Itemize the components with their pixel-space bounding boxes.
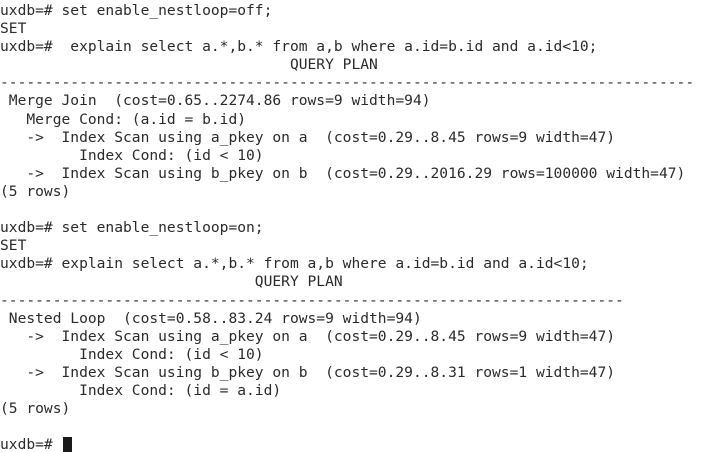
- terminal-line: (5 rows): [0, 400, 71, 418]
- terminal-line: -> Index Scan using b_pkey on b (cost=0.…: [0, 363, 616, 381]
- terminal-line: [0, 418, 717, 436]
- terminal-input-line[interactable]: uxdb=#: [0, 436, 717, 452]
- terminal-line: Merge Cond: (a.id = b.id): [0, 110, 247, 128]
- terminal-line: Index Cond: (id < 10): [0, 345, 264, 363]
- text-cursor: [62, 437, 72, 452]
- terminal-line: SET: [0, 20, 27, 38]
- terminal-line: [0, 201, 717, 219]
- terminal-line: -> Index Scan using a_pkey on a (cost=0.…: [0, 327, 616, 345]
- terminal-line: ----------------------------------------…: [0, 74, 695, 92]
- terminal-line: Nested Loop (cost=0.58..83.24 rows=9 wid…: [0, 309, 422, 327]
- terminal-line: (5 rows): [0, 182, 71, 200]
- terminal-line: Index Cond: (id = a.id): [0, 381, 282, 399]
- terminal-line: ----------------------------------------…: [0, 291, 624, 309]
- terminal-line: uxdb=# set enable_nestloop=off;: [0, 2, 273, 19]
- terminal-line: Merge Join (cost=0.65..2274.86 rows=9 wi…: [0, 92, 431, 110]
- terminal-line: QUERY PLAN: [0, 273, 343, 291]
- terminal-line: -> Index Scan using b_pkey on b (cost=0.…: [0, 164, 686, 182]
- terminal-line: uxdb=# set enable_nestloop=on;: [0, 219, 264, 237]
- terminal-line: uxdb=# explain select a.*,b.* from a,b w…: [0, 255, 589, 273]
- terminal-line: uxdb=# explain select a.*,b.* from a,b w…: [0, 38, 598, 56]
- terminal-line: -> Index Scan using a_pkey on a (cost=0.…: [0, 128, 616, 146]
- terminal-line: Index Cond: (id < 10): [0, 146, 264, 164]
- terminal-line: SET: [0, 237, 27, 255]
- prompt-text: uxdb=#: [0, 436, 62, 452]
- terminal-line: QUERY PLAN: [0, 56, 378, 74]
